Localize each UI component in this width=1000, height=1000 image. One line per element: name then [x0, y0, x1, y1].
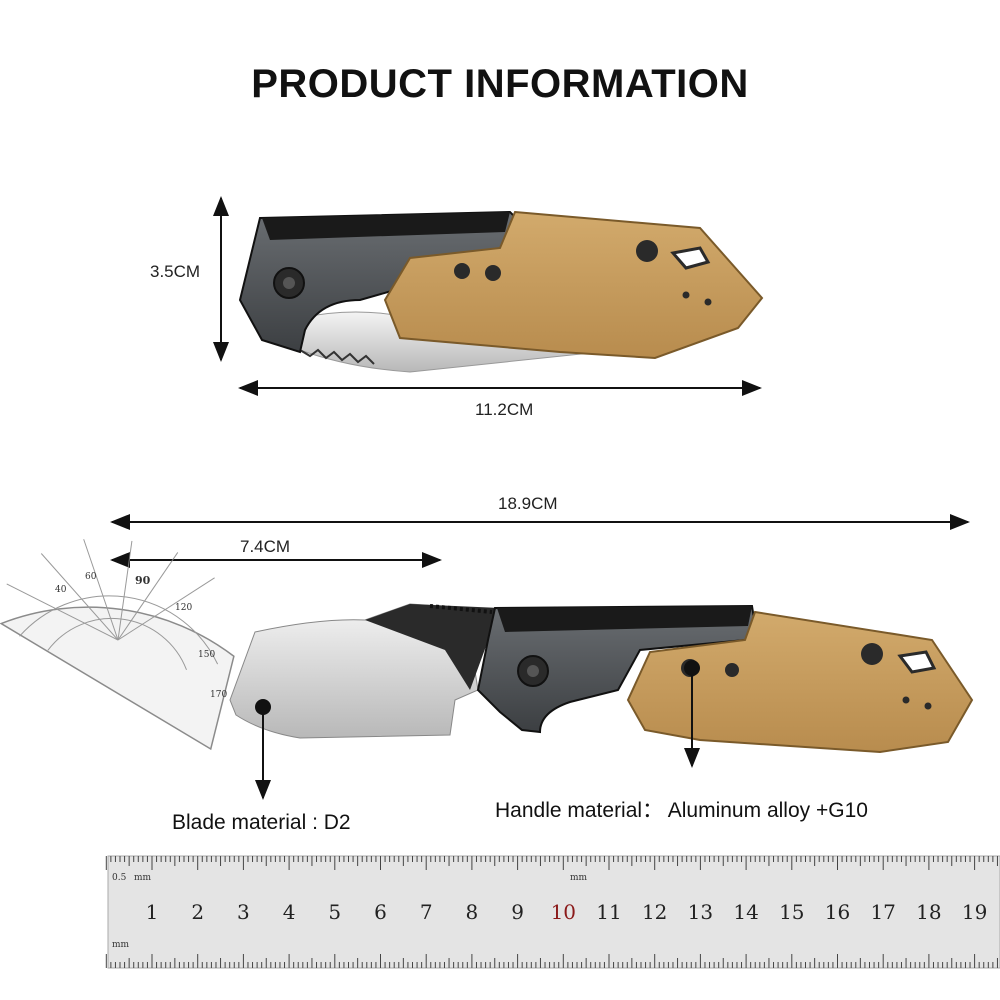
ruler-number: 17	[870, 900, 896, 924]
ruler-number: 8	[465, 900, 479, 924]
ruler-number: 19	[961, 900, 988, 924]
ruler-number: 13	[687, 900, 714, 924]
closed-length-dimension: 11.2CM	[475, 400, 534, 419]
page-title: PRODUCT INFORMATION	[251, 62, 749, 106]
closed-knife-handle	[383, 210, 764, 360]
ruler-number: 5	[328, 900, 342, 924]
protractor-label: 120	[175, 603, 193, 613]
ruler-unit-top: mm	[134, 873, 152, 883]
ruler-number: 1	[145, 900, 159, 924]
handle-material-label: Handle material： Aluminum alloy +G10	[495, 799, 868, 822]
ruler-number: 9	[511, 900, 524, 924]
closed-knife	[238, 210, 764, 373]
open-knife-handle	[626, 610, 974, 754]
ruler-unit-mid: mm	[570, 873, 588, 883]
blade-material-label: Blade material : D2	[172, 811, 351, 834]
ruler-number: 15	[779, 900, 805, 924]
protractor	[0, 539, 235, 751]
protractor-label: 40	[55, 585, 67, 595]
ruler	[105, 855, 1000, 969]
ruler-number: 3	[237, 900, 250, 924]
open-knife-frame	[476, 604, 757, 734]
ruler-number: 11	[596, 900, 622, 924]
ruler-number: 7	[419, 900, 433, 924]
ruler-number: 12	[641, 900, 668, 924]
open-length-dimension: 18.9CM	[498, 494, 558, 513]
ruler-unit-bottom: mm	[112, 940, 130, 950]
ruler-number: 14	[733, 900, 759, 924]
protractor-label: 150	[198, 650, 216, 660]
height-dimension: 3.5CM	[150, 262, 201, 281]
ruler-number: 16	[824, 900, 851, 924]
protractor-label: 60	[85, 572, 97, 582]
ruler-corner-mark: 0.5	[112, 873, 127, 883]
blade-length-dimension: 7.4CM	[240, 537, 291, 556]
ruler-number: 6	[374, 900, 387, 924]
protractor-label: 170	[210, 690, 228, 700]
ruler-number: 10	[550, 900, 577, 924]
protractor-label: 90	[135, 574, 151, 587]
ruler-number: 4	[282, 900, 296, 924]
open-knife	[229, 603, 974, 754]
ruler-number: 18	[916, 900, 942, 924]
ruler-number: 2	[191, 900, 205, 924]
